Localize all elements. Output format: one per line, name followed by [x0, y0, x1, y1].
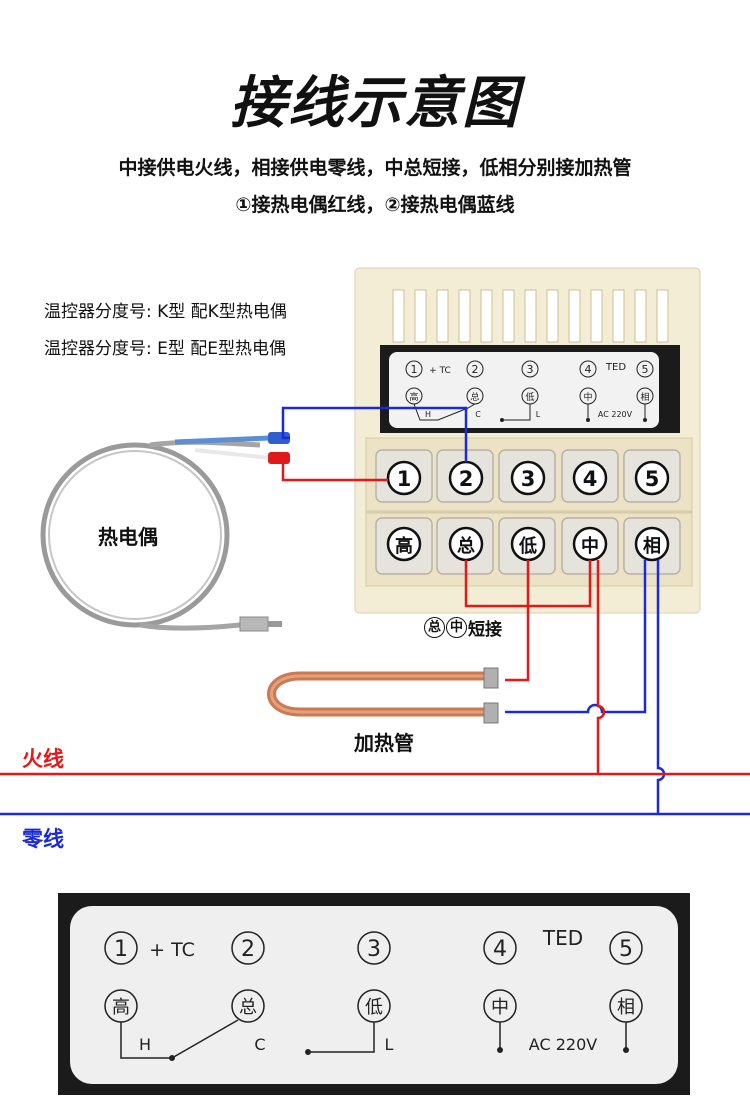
- terminal-1: 1: [397, 467, 412, 491]
- spec-k-type: 温控器分度号: K型 配K型热电偶: [44, 302, 287, 322]
- small-tc: + TC: [429, 366, 451, 376]
- thermocouple-blue-wire: [281, 406, 468, 462]
- terminal-2: 2: [459, 467, 474, 491]
- terminal-total: 总: [457, 535, 475, 557]
- vent-slots: [392, 289, 669, 343]
- big-c: C: [254, 1035, 265, 1054]
- short-sym-middle: 中: [446, 617, 467, 638]
- low-to-heater-wire: [505, 560, 530, 682]
- small-h: H: [425, 410, 431, 419]
- small-char-2: 总: [470, 391, 479, 403]
- big-ac: AC 220V: [529, 1035, 597, 1054]
- instruction-line-2: ①接热电偶红线，②接热电偶蓝线: [235, 194, 515, 216]
- terminal-phase: 相: [643, 536, 661, 557]
- enlarged-label: 1 + TC 2 3 4 TED 5 高 总 低 中 相 H C L AC 22…: [58, 893, 690, 1095]
- short-label: 总 中 短接: [424, 615, 502, 640]
- thermocouple-label: 热电偶: [98, 525, 158, 549]
- phase-to-heater-wire: [505, 560, 647, 714]
- small-l: L: [536, 410, 541, 419]
- blue-lug: [268, 432, 290, 444]
- terminal-4: 4: [583, 467, 598, 491]
- small-char-3: 低: [525, 391, 534, 403]
- short-sym-total: 总: [424, 617, 445, 638]
- big-char-5: 相: [617, 997, 635, 1018]
- thermocouple-probe: [40, 435, 282, 632]
- big-num-2: 2: [241, 937, 255, 962]
- small-num-2: 2: [472, 363, 479, 376]
- big-tc: + TC: [149, 939, 195, 961]
- small-num-3: 3: [527, 363, 534, 376]
- small-char-4: 中: [583, 391, 592, 403]
- spec-e-type: 温控器分度号: E型 配E型热电偶: [44, 339, 287, 359]
- page-title: 接线示意图: [230, 71, 520, 136]
- big-char-4: 中: [491, 997, 509, 1018]
- heater-tube: [267, 667, 499, 724]
- terminal-low: 低: [518, 535, 537, 557]
- terminal-5: 5: [645, 467, 660, 491]
- small-num-4: 4: [585, 363, 592, 376]
- small-brand: TED: [605, 362, 626, 373]
- big-num-1: 1: [114, 937, 128, 962]
- big-num-5: 5: [619, 937, 633, 962]
- big-brand: TED: [542, 926, 583, 950]
- thermocouple-red-wire: [281, 456, 388, 482]
- small-ac: AC 220V: [598, 410, 633, 419]
- middle-to-live-wire: [596, 560, 606, 774]
- small-char-1: 高: [409, 391, 418, 403]
- big-char-3: 低: [365, 997, 383, 1018]
- big-num-3: 3: [367, 937, 381, 962]
- small-char-5: 相: [640, 391, 649, 403]
- short-text: 短接: [468, 620, 502, 640]
- terminal-high: 高: [395, 535, 413, 557]
- big-char-1: 高: [112, 997, 130, 1018]
- red-lug: [268, 452, 290, 464]
- big-l: L: [385, 1035, 394, 1054]
- neutral-wire-label: 零线: [22, 827, 64, 851]
- big-char-2: 总: [239, 997, 257, 1018]
- terminal-3: 3: [521, 467, 536, 491]
- big-num-4: 4: [493, 937, 507, 962]
- terminal-middle: 中: [581, 535, 599, 557]
- live-wire-label: 火线: [22, 747, 64, 771]
- small-num-1: 1: [411, 363, 418, 376]
- small-c: C: [475, 410, 481, 419]
- instruction-line-1: 中接供电火线，相接供电零线，中总短接，低相分别接加热管: [118, 157, 632, 179]
- heater-label: 加热管: [354, 731, 414, 755]
- big-h: H: [139, 1035, 151, 1054]
- small-num-5: 5: [642, 363, 649, 376]
